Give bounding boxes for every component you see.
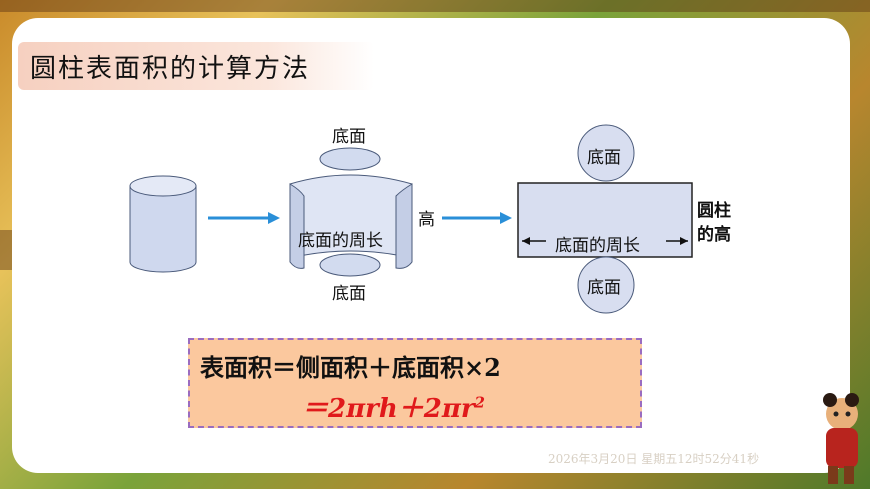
background-left-stripe	[0, 230, 12, 270]
background-top-stripe	[0, 0, 870, 12]
formula-line-2: ＝2πrh＋2πr2	[302, 388, 485, 425]
net-bottom-circle-label: 底面	[587, 278, 621, 298]
title-banner	[18, 42, 374, 90]
cylinder-net	[517, 124, 693, 314]
formula-line-2-main: ＝2πrh＋2πr	[302, 394, 475, 424]
bottom-base-label: 底面	[332, 284, 366, 304]
formula-box	[188, 338, 642, 428]
footer-datetime: 2026年3月20日 星期五12时52分41秒	[548, 452, 760, 466]
formula-exponent: 2	[474, 393, 485, 412]
net-width-label: 底面的周长	[555, 236, 640, 256]
arrow-1	[208, 212, 280, 224]
arrow-2	[442, 212, 512, 224]
top-base-label: 底面	[332, 127, 366, 147]
formula-line-1: 表面积＝侧面积＋底面积×2	[200, 353, 501, 382]
cylinder-unrolled	[289, 147, 413, 277]
cylinder-height-label-line2: 的高	[697, 225, 731, 245]
height-label: 高	[418, 210, 435, 230]
mascot-character-icon	[823, 393, 859, 484]
lateral-circumference-label: 底面的周长	[298, 231, 383, 251]
cylinder-height-label-line1: 圆柱	[697, 201, 731, 221]
cylinder-solid	[129, 175, 197, 273]
page-title: 圆柱表面积的计算方法	[30, 54, 311, 84]
net-top-circle-label: 底面	[587, 148, 621, 168]
